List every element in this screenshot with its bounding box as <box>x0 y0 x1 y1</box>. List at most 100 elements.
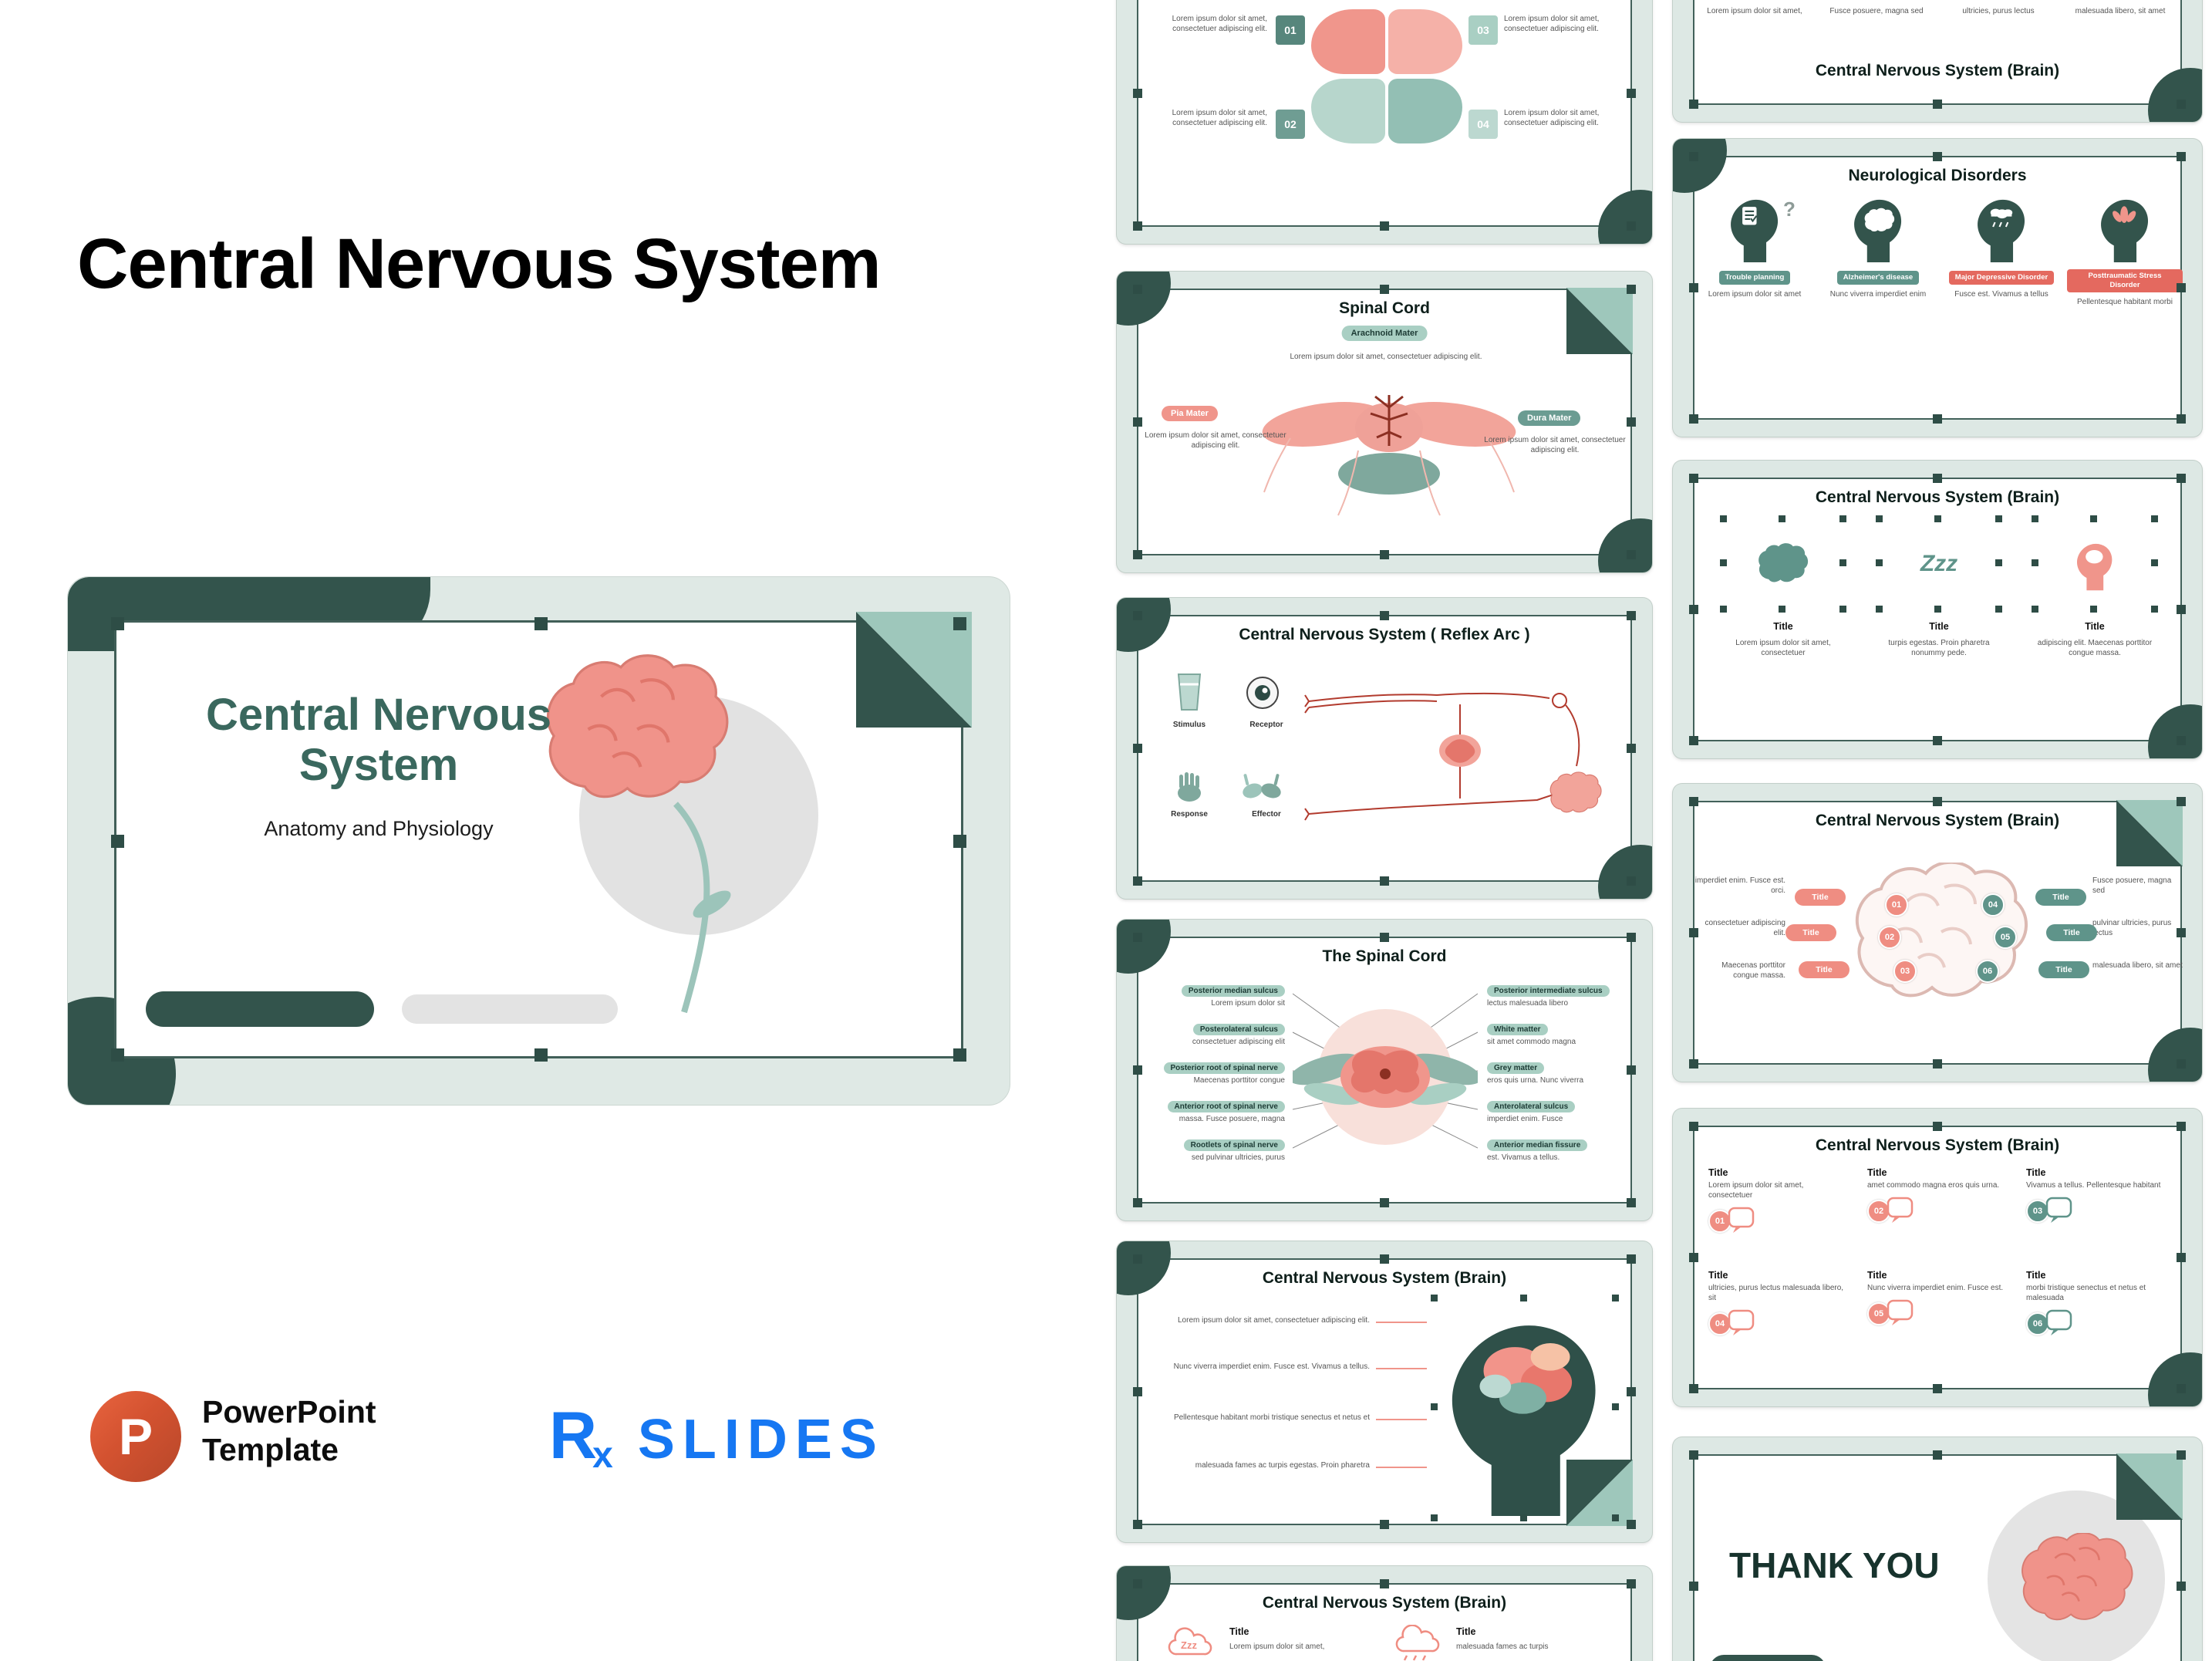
label-response: Response <box>1171 810 1208 819</box>
anatomy-label-text: consectetuer adipiscing elit <box>1192 1038 1285 1046</box>
thumbnail-brain-icons-slide[interactable]: Central Nervous System (Brain) Zzz Title… <box>1673 461 2202 758</box>
head-silhouette-icon <box>1731 199 1779 262</box>
thumbnail-bubbles-slide[interactable]: Central Nervous System (Brain) Title Lor… <box>1673 1109 2202 1406</box>
quadrant-text-1: Lorem ipsum dolor sit amet, consectetuer… <box>1172 15 1267 33</box>
thumbnail-reflex-arc-slide[interactable]: Central Nervous System ( Reflex Arc ) St… <box>1117 598 1652 899</box>
head-silhouette-icon <box>1978 199 2025 262</box>
label-arachnoid-mater: Arachnoid Mater <box>1341 326 1428 341</box>
thumbnail-brain-columns-slide[interactable]: Lorem ipsum dolor sit amet, Fusce posuer… <box>1673 0 2202 122</box>
thank-you-title: THANK YOU <box>1729 1545 1940 1585</box>
thumbnail-spinal-cord-labeled-slide[interactable]: The Spinal Cord Posterior median sulcus … <box>1117 920 1652 1220</box>
label-text: Lorem ipsum dolor sit amet, consectetuer… <box>1290 353 1482 361</box>
thumbnail-spinal-cord-slide[interactable]: Spinal Cord Arachnoid Mater Lorem ipsum … <box>1117 272 1652 572</box>
label-stimulus: Stimulus <box>1172 721 1206 729</box>
brain-label-text: Lorem ipsum dolor sit amet, consectetuer… <box>1177 1316 1370 1325</box>
powerpoint-template-label: PowerPoint Template <box>202 1393 376 1469</box>
item-text: Vivamus a tellus. Pellentesque habitant <box>2026 1181 2161 1190</box>
slide-title: Spinal Cord <box>1339 299 1430 317</box>
connector-line <box>1376 1419 1427 1420</box>
title-pill: Title <box>1795 889 1846 906</box>
title-slide-preview[interactable]: Central Nervous System Anatomy and Physi… <box>67 576 1010 1106</box>
anatomy-label-text: massa. Fusce posuere, magna <box>1178 1115 1285 1123</box>
powerpoint-icon: P <box>90 1391 181 1482</box>
number-badge-04: 04 <box>1468 110 1498 139</box>
number-chip: 05 <box>1994 926 2017 949</box>
item-text: pulvinar ultricies, purus lectus <box>2092 919 2172 937</box>
slide-title: Central Nervous System (Brain) <box>1815 812 2060 829</box>
speech-bubble-icon <box>2045 1309 2072 1335</box>
label-text: Lorem ipsum dolor sit amet, consectetuer… <box>1145 431 1286 450</box>
anatomy-label-text: lectus malesuada libero <box>1487 999 1569 1008</box>
rain-cloud-icon <box>1395 1625 1440 1661</box>
anatomy-label: Anterior root of spinal nerve <box>1167 1101 1285 1112</box>
thumbnail-thank-you-slide[interactable]: THANK YOU <box>1673 1437 2202 1661</box>
item-title: Title <box>2085 621 2105 632</box>
anatomy-label-text: eros quis urna. Nunc viverra <box>1487 1076 1584 1085</box>
anatomy-label-text: sed pulvinar ultricies, purus <box>1191 1153 1285 1162</box>
brain-label-text: Nunc viverra imperdiet enim. Fusce est. … <box>1173 1362 1370 1371</box>
title-pill: Title <box>2035 889 2086 906</box>
item-text: amet commodo magna eros quis urna. <box>1867 1181 2000 1190</box>
label-effector: Effector <box>1252 810 1281 819</box>
thumbnail-brain-quadrant-slide[interactable]: Lorem ipsum dolor sit amet, consectetuer… <box>1117 0 1652 244</box>
slide-title: Central Nervous System (Brain) <box>1815 62 2060 79</box>
disorder-label: Major Depressive Disorder <box>1948 271 2055 285</box>
hands-icon <box>1243 774 1281 798</box>
brain-icon <box>2021 1533 2133 1621</box>
folded-corner-icon <box>1566 288 1633 354</box>
page-title: Central Nervous System <box>77 225 882 303</box>
item-title: Title <box>1708 1167 1728 1178</box>
icon-box <box>2032 515 2158 613</box>
powerpoint-label-line1: PowerPoint <box>202 1394 376 1430</box>
quadrant-text-3: Lorem ipsum dolor sit amet, consectetuer… <box>1504 15 1600 33</box>
anatomy-label-text: est. Vivamus a tellus. <box>1487 1153 1560 1162</box>
brain-quadrant-icon <box>1311 79 1385 143</box>
column-text: Lorem ipsum dolor sit amet, <box>1707 7 1802 15</box>
decorative-pill <box>146 991 374 1027</box>
brain-quadrant-icon <box>1311 9 1385 74</box>
label-receptor: Receptor <box>1249 721 1283 729</box>
rxslides-logo-slides: SLIDES <box>637 1409 885 1470</box>
title-pill: Title <box>2046 924 2097 941</box>
column-text: malesuada libero, sit amet <box>2075 7 2166 15</box>
bubble-item: Title ultricies, purus lectus malesuada … <box>1708 1270 1847 1340</box>
thumbnail-numbered-brain-slide[interactable]: Central Nervous System (Brain) imperdiet… <box>1673 784 2202 1082</box>
anatomy-label-text: Lorem ipsum dolor sit <box>1211 999 1285 1008</box>
bubble-item: Title Nunc viverra imperdiet enim. Fusce… <box>1867 1270 2006 1330</box>
zzz-cloud-icon: Zzz <box>1168 1627 1212 1656</box>
icon-box: Zzz <box>1876 515 2002 613</box>
zzz-text: Zzz <box>1181 1639 1197 1651</box>
number-chip: 01 <box>1885 893 1908 917</box>
thumbnail-clouds-slide[interactable]: Central Nervous System (Brain) Zzz Title… <box>1117 1566 1652 1661</box>
number-chip: 03 <box>1893 960 1917 983</box>
item-text: Lorem ipsum dolor sit amet, <box>1229 1642 1325 1651</box>
item-title: Title <box>1708 1270 1728 1281</box>
thumbnail-brain-head-slide[interactable]: Central Nervous System (Brain) Lorem ips… <box>1117 1241 1652 1542</box>
thumbnail-neurological-disorders-slide[interactable]: Neurological Disorders ? Trouble plannin… <box>1673 139 2202 437</box>
decorative-pill <box>1710 1655 1826 1661</box>
item-text: malesuada libero, sit amet <box>2092 961 2183 970</box>
disorder-label: Posttraumatic Stress Disorder <box>2067 269 2183 292</box>
brain-quadrant-icon <box>1388 9 1462 74</box>
brain-flower-illustration <box>546 654 731 1014</box>
label-pia-mater: Pia Mater <box>1162 406 1218 421</box>
item-title: Title <box>1867 1167 1887 1178</box>
rxslides-logo-x: x <box>592 1435 613 1476</box>
anatomy-label: Grey matter <box>1487 1062 1545 1074</box>
anatomy-label-text: imperdiet enim. Fusce <box>1487 1115 1563 1123</box>
anatomy-label-text: sit amet commodo magna <box>1487 1038 1576 1046</box>
anatomy-label: Posterior intermediate sulcus <box>1487 985 1610 997</box>
item-title: Title <box>1867 1270 1887 1281</box>
label-text: Lorem ipsum dolor sit amet, consectetuer… <box>1484 436 1626 454</box>
slide-title: The Spinal Cord <box>1322 947 1447 965</box>
number-badge-03: 03 <box>1468 15 1498 45</box>
item-title: Title <box>2026 1270 2046 1281</box>
item-text: morbi tristique senectus et netus et mal… <box>2026 1284 2146 1302</box>
item-text: imperdiet enim. Fusce est. orci. <box>1694 876 1785 895</box>
column-text: Fusce posuere, magna sed <box>1829 7 1924 15</box>
item-text: malesuada fames ac turpis <box>1456 1642 1549 1651</box>
disorder-label: Trouble planning <box>1718 271 1791 285</box>
head-silhouette-icon <box>1854 199 1902 262</box>
